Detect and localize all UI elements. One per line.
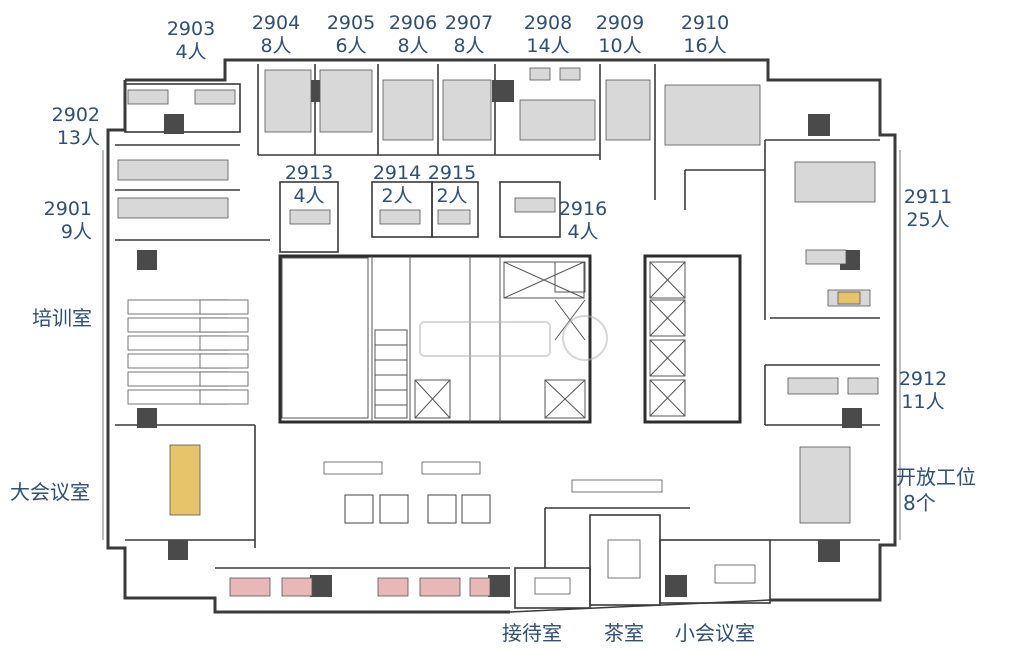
meeting-tables <box>169 291 861 595</box>
room-capacity: 13人 <box>56 127 100 149</box>
room-label-2905: 2905 6人 <box>325 12 377 58</box>
room-label-2902: 2902 13人 <box>40 104 100 150</box>
room-number: 2912 <box>898 368 948 390</box>
room-number: 2916 <box>558 198 608 220</box>
area-label-training: 培训室 <box>32 306 92 330</box>
lounge-sofas <box>344 494 491 524</box>
interior-walls <box>115 64 880 609</box>
room-number: 2914 <box>372 162 422 184</box>
room-number: 2910 <box>680 12 730 34</box>
room-label-2908: 2908 14人 <box>518 12 578 58</box>
room-label-2913: 2913 4人 <box>282 162 336 208</box>
area-label-tea-room: 茶室 <box>604 621 644 645</box>
room-capacity: 25人 <box>906 209 950 231</box>
room-capacity: 8人 <box>453 35 485 57</box>
room-capacity: 4人 <box>293 185 325 207</box>
room-capacity: 8人 <box>397 35 429 57</box>
room-label-2912: 2912 11人 <box>893 368 953 414</box>
room-label-2907: 2907 8人 <box>443 12 495 58</box>
room-number: 2911 <box>903 186 953 208</box>
area-label-open-desks: 开放工位 <box>896 465 976 489</box>
building-core <box>278 254 742 424</box>
room-capacity: 16人 <box>683 35 727 57</box>
room-label-2916: 2916 4人 <box>556 198 610 244</box>
room-label-2903: 2903 4人 <box>165 18 217 64</box>
bar-counter <box>229 577 491 597</box>
room-number: 2902 <box>51 104 100 126</box>
room-number: 2904 <box>251 12 301 34</box>
room-label-2914: 2914 2人 <box>370 162 424 208</box>
outer-walls <box>106 58 897 614</box>
workstation-desks <box>117 67 879 524</box>
room-capacity: 8人 <box>260 35 292 57</box>
area-label-open-desks-count: 8个 <box>903 491 936 515</box>
area-label-large-meeting: 大会议室 <box>10 480 90 504</box>
room-capacity: 10人 <box>598 35 642 57</box>
room-number: 2915 <box>427 162 477 184</box>
area-label-small-meeting: 小会议室 <box>675 621 755 645</box>
room-capacity: 11人 <box>901 391 945 413</box>
watermark-logo <box>419 315 608 361</box>
room-capacity: 2人 <box>381 185 413 207</box>
room-number: 2908 <box>523 12 573 34</box>
room-label-2915: 2915 2人 <box>425 162 479 208</box>
area-label-reception: 接待室 <box>502 621 562 645</box>
room-number: 2909 <box>595 12 645 34</box>
room-number: 2906 <box>388 12 438 34</box>
room-capacity: 4人 <box>567 221 599 243</box>
room-capacity: 9人 <box>60 221 92 243</box>
window-ticks <box>102 150 901 540</box>
room-capacity: 4人 <box>175 41 207 63</box>
room-number: 2903 <box>166 18 216 40</box>
room-number: 2901 <box>43 198 92 220</box>
room-label-2906: 2906 8人 <box>387 12 439 58</box>
room-number: 2905 <box>326 12 376 34</box>
room-label-2911: 2911 25人 <box>898 186 958 232</box>
room-capacity: 2人 <box>436 185 468 207</box>
room-label-2910: 2910 16人 <box>675 12 735 58</box>
room-label-2909: 2909 10人 <box>590 12 650 58</box>
training-tables <box>127 299 249 405</box>
room-number: 2907 <box>444 12 494 34</box>
room-number: 2913 <box>284 162 334 184</box>
core-details <box>281 256 686 422</box>
room-label-2901: 2901 9人 <box>40 198 92 244</box>
room-capacity: 6人 <box>335 35 367 57</box>
room-label-2904: 2904 8人 <box>250 12 302 58</box>
room-capacity: 14人 <box>526 35 570 57</box>
